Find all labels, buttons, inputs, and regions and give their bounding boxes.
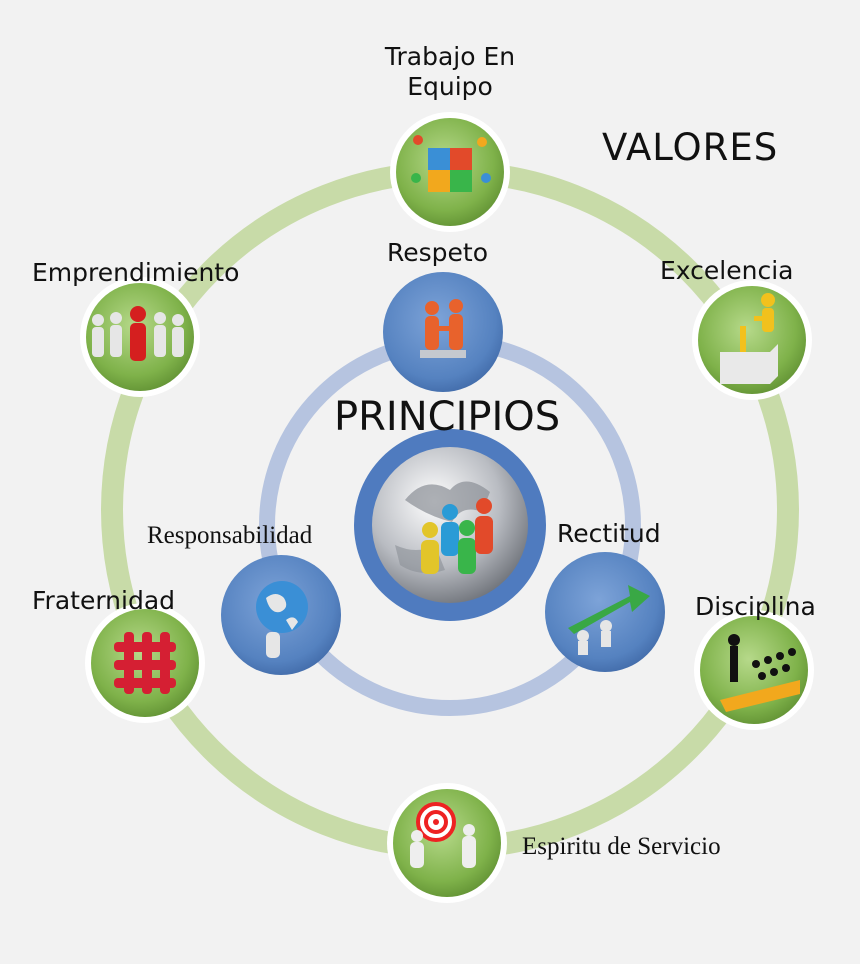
espiritu-de-servicio-node [387,783,507,903]
red-figure-crowd-icon [92,306,184,361]
principios-center-node [354,429,546,621]
rectitud-label: Rectitud [557,519,661,548]
fraternidad-node [85,603,205,723]
excelencia-node [692,280,812,400]
trabajo-en-equipo-node [390,112,510,232]
emprendimiento-label: Emprendimiento [32,258,240,287]
valores-title: VALORES [602,126,779,169]
handshake-figures-icon [420,299,466,358]
rectitud-node [545,552,665,672]
target-carry-icon [410,802,476,868]
disciplina-label: Disciplina [695,592,816,621]
responsabilidad-label: Responsabilidad [147,522,313,549]
respeto-label: Respeto [387,238,489,267]
disciplina-node [694,610,814,730]
excelencia-label: Excelencia [660,256,794,285]
woven-knot-icon [114,632,176,694]
fraternidad-label: Fraternidad [32,586,176,615]
puzzle-team-icon [411,135,491,192]
podium-figure-icon [720,293,778,384]
arrow-lift-icon [568,585,650,655]
globe-hand-icon [256,581,308,658]
trabajo-en-equipo-label: Trabajo En Equipo [384,42,516,101]
principios-title: PRINCIPIOS [334,394,561,440]
globe-people-icon [421,498,493,574]
responsabilidad-node [221,555,341,675]
leader-queue-icon [720,634,800,712]
respeto-node [383,272,503,392]
espiritu-de-servicio-label: Espiritu de Servicio [522,833,721,860]
emprendimiento-node [80,277,200,397]
